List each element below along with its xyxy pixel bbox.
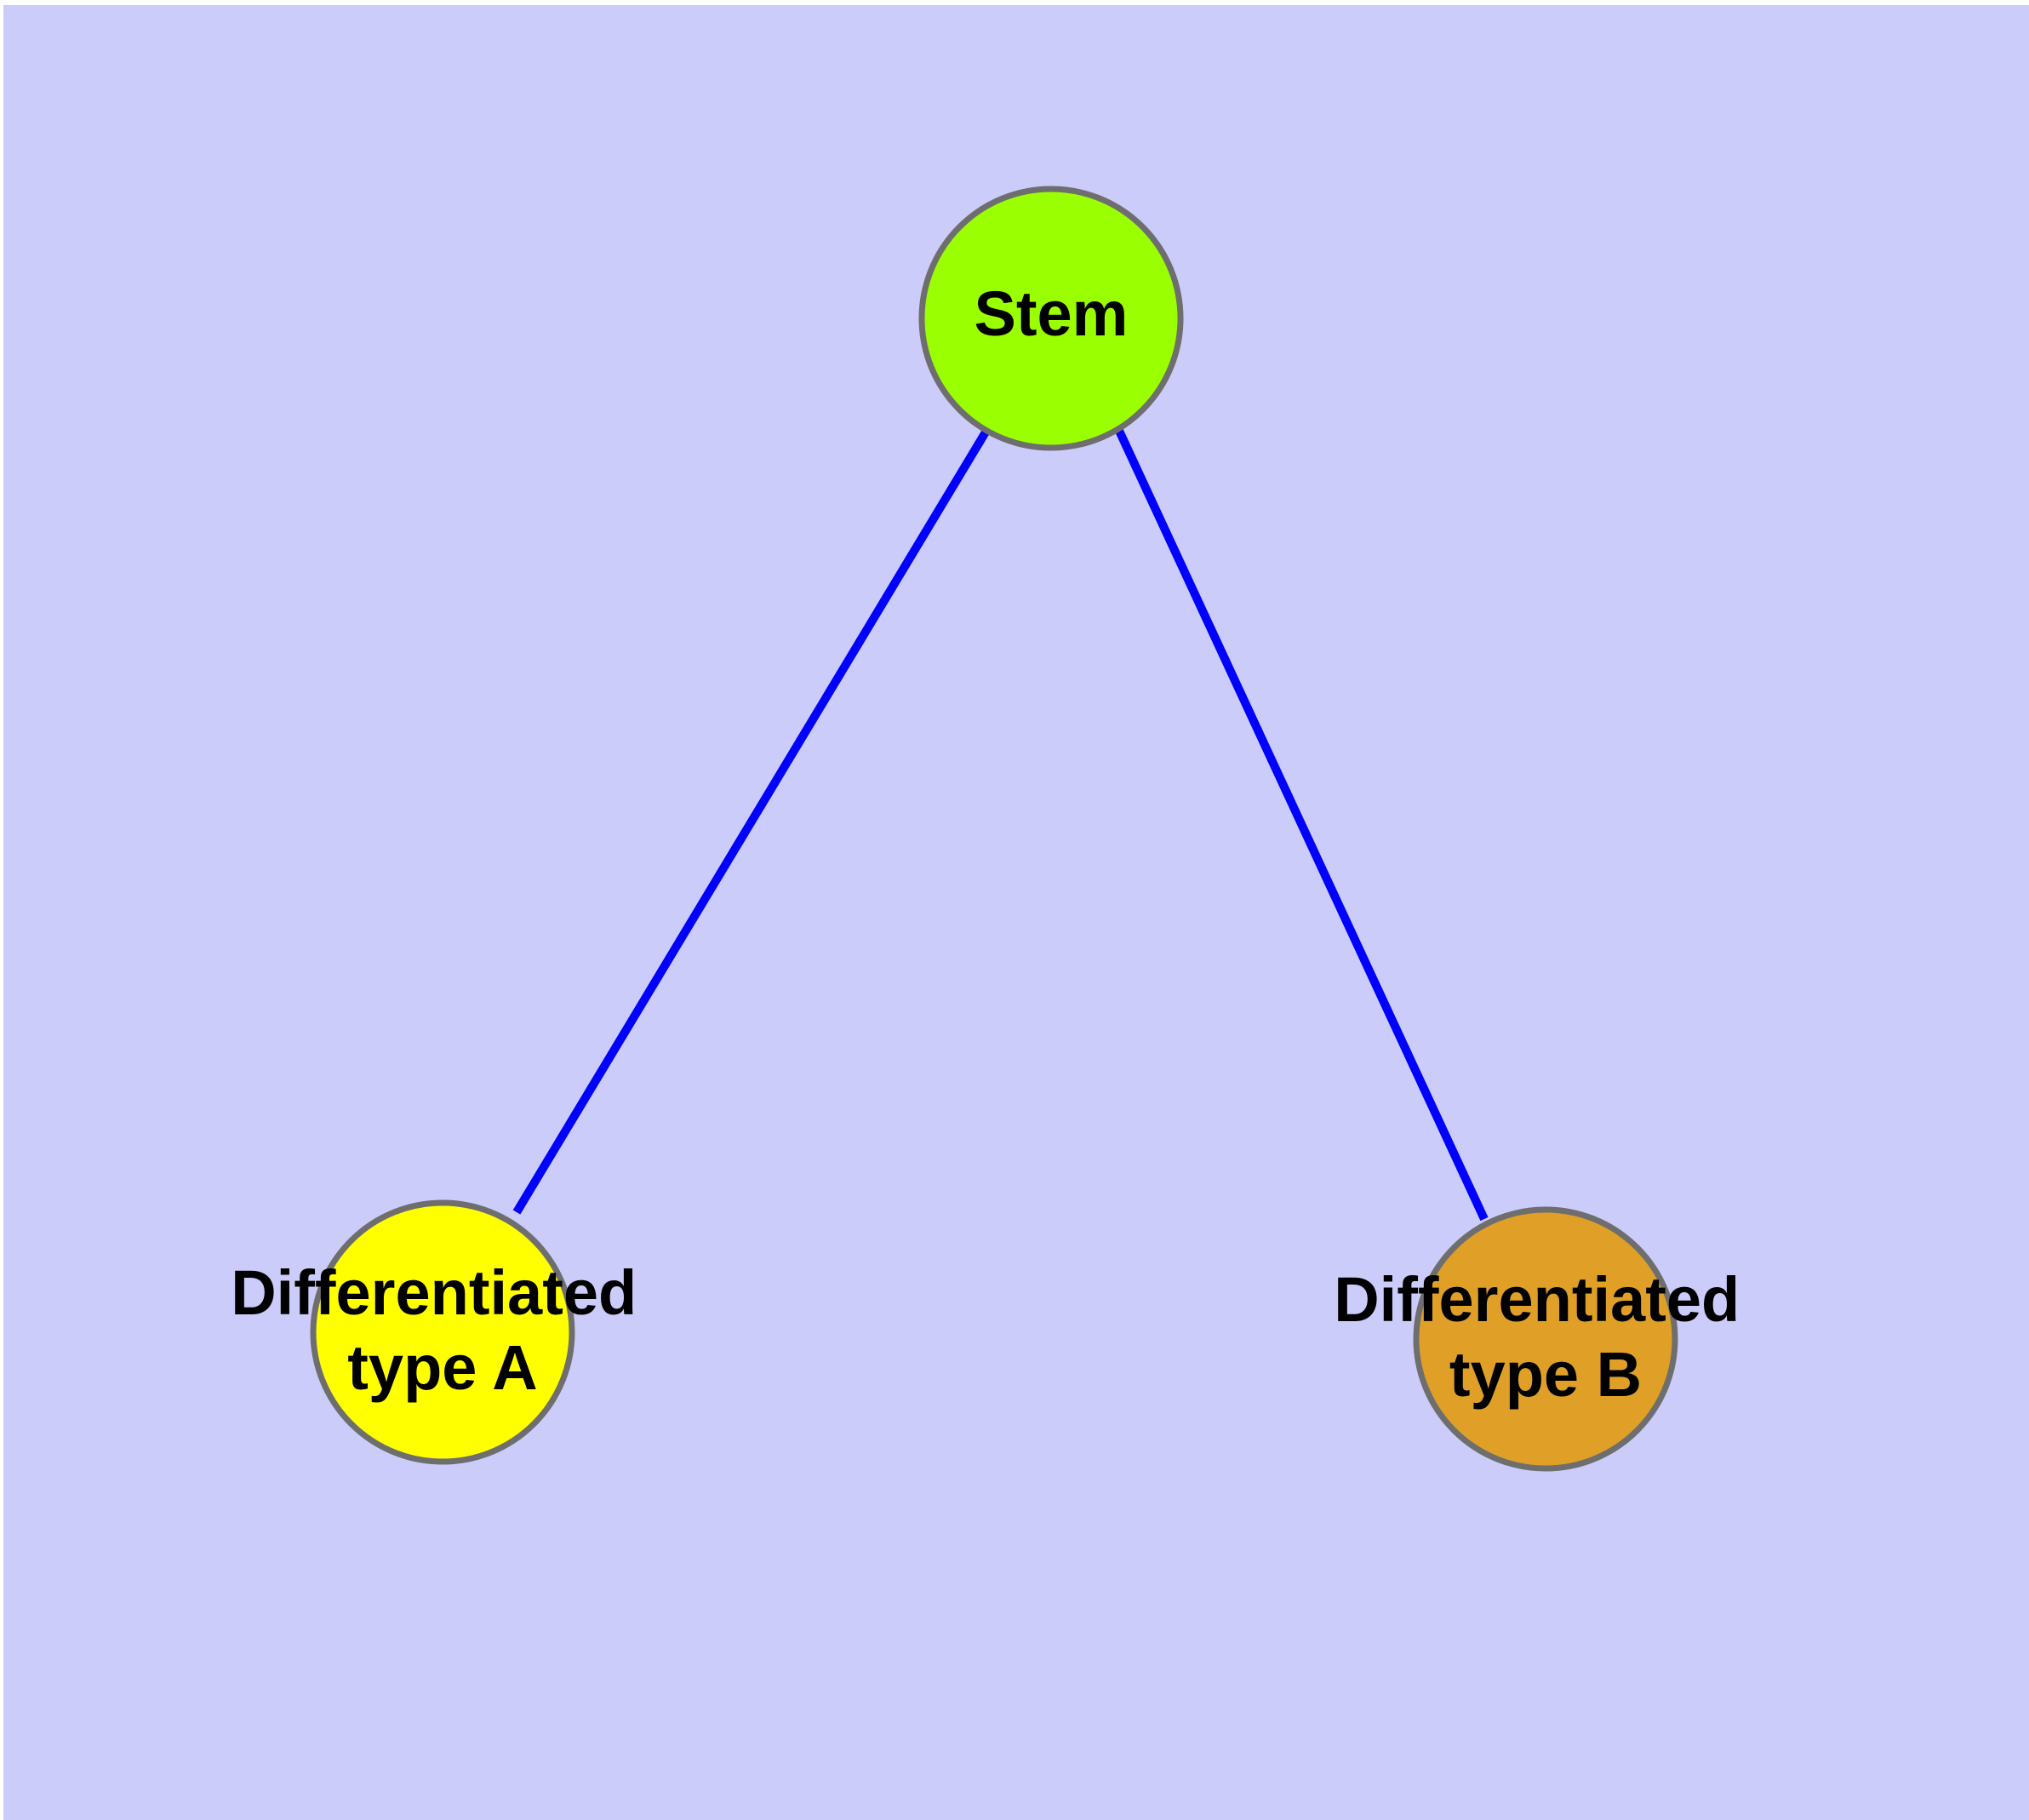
node-stem-circle[interactable] xyxy=(918,186,1184,451)
edge-layer xyxy=(512,428,1489,1222)
node-stem[interactable] xyxy=(918,186,1184,451)
node-differentiated-type-a-circle[interactable] xyxy=(310,1199,575,1465)
node-stem-label: Stem xyxy=(974,278,1129,349)
node-differentiated-type-b-label: Differentiated type B xyxy=(1334,1264,1758,1410)
edge-stem-to-differentiated-type-b[interactable] xyxy=(1115,428,1489,1222)
label-layer: Stem Differentiated type A Differentiate… xyxy=(231,278,1758,1410)
edge-stem-to-differentiated-type-a[interactable] xyxy=(512,428,991,1215)
node-differentiated-type-b-circle[interactable] xyxy=(1413,1206,1678,1472)
node-differentiated-type-b[interactable] xyxy=(1413,1206,1678,1472)
node-differentiated-type-a[interactable] xyxy=(310,1199,575,1465)
node-layer xyxy=(310,186,1678,1472)
node-differentiated-type-a-label: Differentiated type A xyxy=(231,1257,654,1403)
